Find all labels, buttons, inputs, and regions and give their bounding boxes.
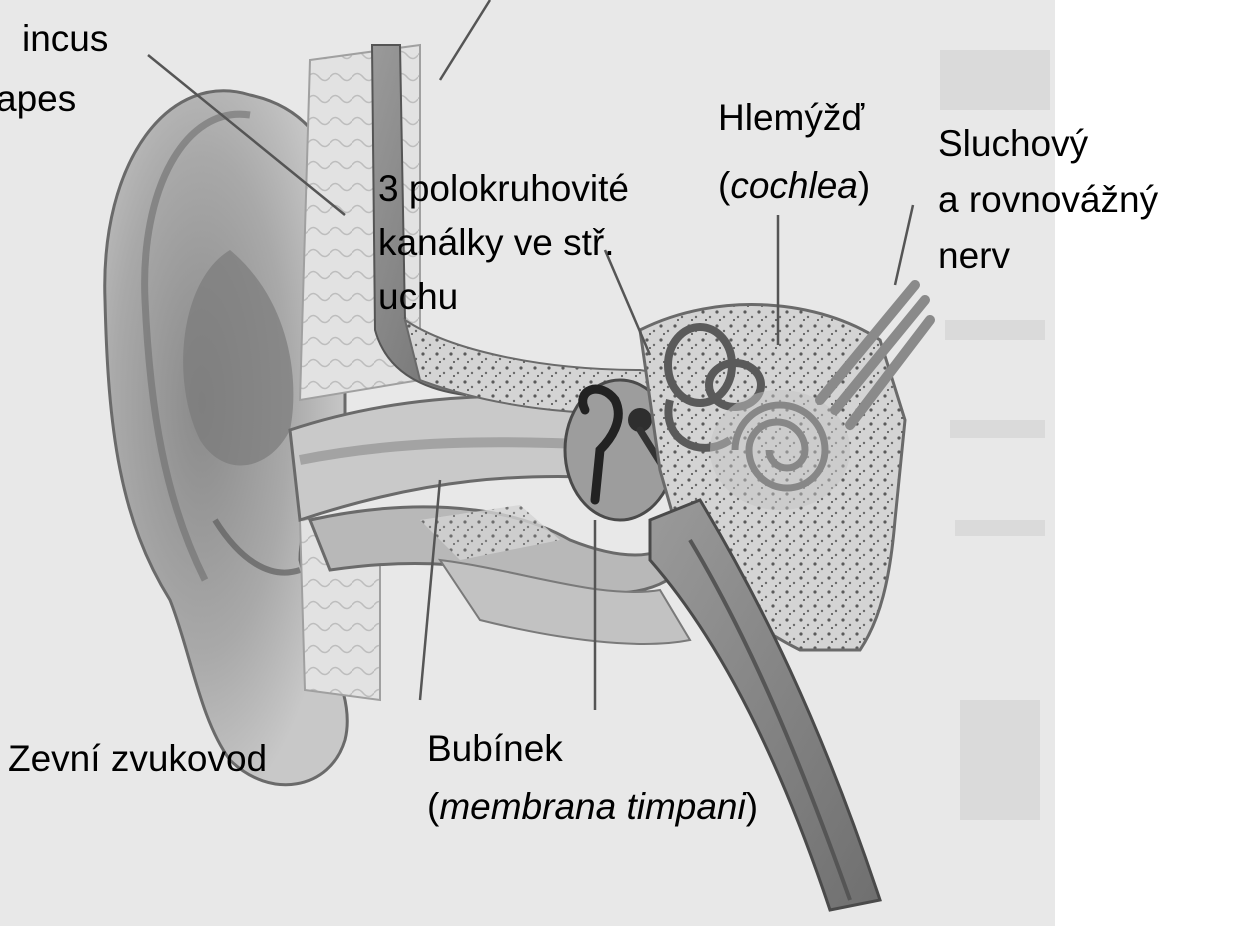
label-eardrum-latin: membrana timpani: [439, 786, 745, 827]
label-eardrum: Bubínek (membrana timpani): [427, 720, 758, 836]
label-nerve-line1: Sluchový: [938, 116, 1158, 172]
label-cochlea-latin: cochlea: [730, 165, 858, 206]
label-nerve-line2: a rovnovážný: [938, 172, 1158, 228]
label-nerve: Sluchový a rovnovážný nerv: [938, 116, 1158, 284]
label-ear-canal: Zevní zvukovod: [8, 738, 267, 780]
label-stapes-text: apes: [0, 78, 76, 119]
label-cochlea-latin-line: (cochlea): [718, 152, 870, 220]
label-cochlea: Hlemýžď (cochlea): [718, 84, 870, 220]
label-nerve-line3: nerv: [938, 228, 1158, 284]
label-incus: incus: [22, 18, 108, 60]
label-canals-line1: 3 polokruhovité: [378, 162, 629, 216]
label-eardrum-line1: Bubínek: [427, 720, 758, 778]
label-incus-line1: incus: [22, 18, 108, 59]
label-cochlea-line1: Hlemýžď: [718, 84, 870, 152]
label-stapes: apes: [0, 78, 76, 120]
label-canals-line3: uchu: [378, 270, 629, 324]
label-canals-line2: kanálky ve stř.: [378, 216, 629, 270]
label-ear-canal-text: Zevní zvukovod: [8, 738, 267, 779]
label-eardrum-latin-line: (membrana timpani): [427, 778, 758, 836]
label-semicircular-canals: 3 polokruhovité kanálky ve stř. uchu: [378, 162, 629, 324]
